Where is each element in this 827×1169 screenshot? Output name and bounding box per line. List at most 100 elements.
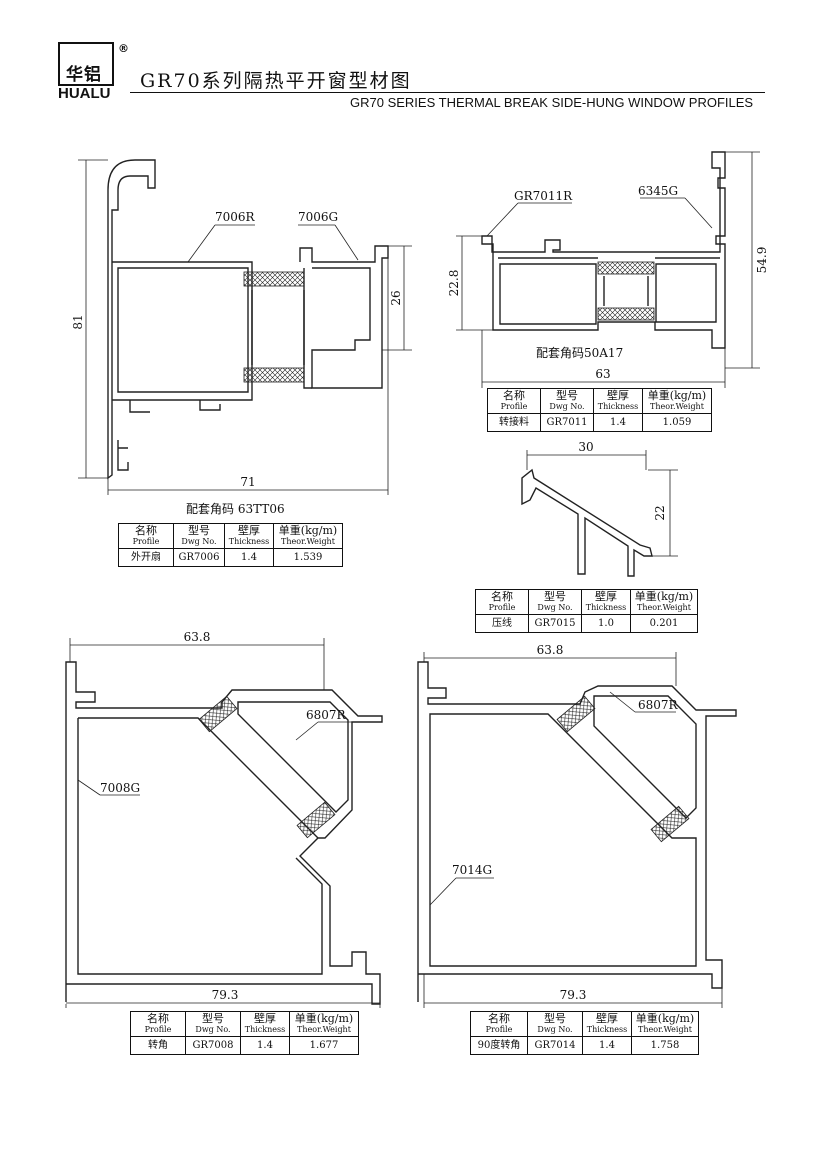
header-model: 型号	[556, 389, 578, 402]
header-weight: 单重(kg/m)	[635, 1012, 695, 1025]
header-name: 名称	[491, 590, 513, 603]
dim-30: 30	[578, 440, 593, 454]
logo-mark: 华铝	[58, 42, 114, 86]
cell-thickness: 1.0	[581, 614, 631, 633]
header-model-en: Dwg No.	[549, 402, 585, 411]
dim-22.8: 22.8	[447, 270, 461, 297]
header-model-en: Dwg No.	[537, 603, 573, 612]
header-name: 名称	[135, 524, 157, 537]
cell-model: GR7008	[185, 1036, 241, 1055]
dim-63: 63	[595, 367, 610, 381]
label-7006G: 7006G	[298, 210, 338, 224]
dim-71: 71	[240, 475, 255, 489]
note-corner-key-63TT06: 配套角码 63TT06	[186, 502, 285, 516]
label-GR7011R: GR7011R	[514, 189, 573, 203]
header-weight-en: Theor.Weight	[650, 402, 704, 411]
label-6807R: 6807R	[306, 708, 347, 722]
header-thickness: 壁厚	[607, 389, 629, 402]
thermal-strip-top	[597, 261, 655, 275]
logo-cn-text: 华铝	[66, 65, 102, 85]
header-model-en: Dwg No.	[195, 1025, 231, 1034]
cell-thickness: 1.4	[224, 548, 274, 567]
cell-name: 转接料	[487, 413, 541, 432]
logo-en-text: HUALU	[58, 85, 111, 102]
header-thickness-en: Thickness	[228, 537, 270, 546]
label-7008G: 7008G	[100, 781, 140, 795]
thermal-strip-lower	[650, 805, 690, 843]
dims-gr7008	[65, 638, 381, 1008]
header-weight-en: Theor.Weight	[637, 603, 691, 612]
header-name-en: Profile	[485, 1025, 513, 1034]
dims-gr7014	[423, 652, 723, 1008]
profile-gr7008	[65, 661, 383, 1005]
header-name: 名称	[503, 389, 525, 402]
thermal-strip-upper	[556, 695, 596, 733]
header-thickness: 壁厚	[238, 524, 260, 537]
header-model: 型号	[544, 590, 566, 603]
dims-gr7015	[526, 450, 678, 557]
label-6345G: 6345G	[638, 184, 678, 198]
label-7014G: 7014G	[452, 863, 492, 877]
header-weight-en: Theor.Weight	[281, 537, 335, 546]
dim-54.9: 54.9	[755, 247, 769, 274]
page-title-en: GR70 SERIES THERMAL BREAK SIDE-HUNG WIND…	[350, 95, 754, 110]
page-title-cn: GR70系列隔热平开窗型材图	[140, 70, 412, 92]
dim-26: 26	[389, 290, 403, 305]
header-model: 型号	[544, 1012, 566, 1025]
cell-thickness: 1.4	[240, 1036, 290, 1055]
brand-logo: 华铝 HUALU ®	[58, 42, 129, 104]
cell-model: GR7015	[528, 614, 582, 633]
header-model-en: Dwg No.	[537, 1025, 573, 1034]
header-model: 型号	[202, 1012, 224, 1025]
profile-gr7006	[107, 159, 389, 480]
thermal-strip-bottom	[243, 367, 305, 383]
cell-name: 90度转角	[470, 1036, 528, 1055]
header-thickness: 壁厚	[596, 1012, 618, 1025]
header-weight: 单重(kg/m)	[294, 1012, 354, 1025]
cell-model: GR7011	[540, 413, 594, 432]
cell-weight: 0.201	[630, 614, 698, 633]
cell-thickness: 1.4	[582, 1036, 632, 1055]
header-thickness-en: Thickness	[597, 402, 639, 411]
cell-model: GR7006	[173, 548, 225, 567]
header-thickness: 壁厚	[595, 590, 617, 603]
cell-thickness: 1.4	[593, 413, 643, 432]
label-6807R: 6807R	[638, 698, 679, 712]
cell-weight: 1.539	[273, 548, 343, 567]
profile-gr7015	[521, 468, 653, 577]
dim-79.3: 79.3	[212, 988, 239, 1002]
header-name: 名称	[488, 1012, 510, 1025]
dim-81: 81	[71, 314, 85, 329]
profile-gr7014	[417, 661, 737, 1002]
header-thickness-en: Thickness	[586, 1025, 628, 1034]
label-7006R: 7006R	[215, 210, 256, 224]
header-name-en: Profile	[144, 1025, 172, 1034]
cell-weight: 1.677	[289, 1036, 359, 1055]
dims-gr7011	[456, 151, 760, 388]
note-corner-key-50A17: 配套角码50A17	[536, 346, 623, 360]
cell-model: GR7014	[527, 1036, 583, 1055]
header-model: 型号	[188, 524, 210, 537]
header-weight-en: Theor.Weight	[638, 1025, 692, 1034]
cell-weight: 1.758	[631, 1036, 699, 1055]
thermal-strip-lower	[296, 801, 336, 839]
cell-name: 外开扇	[118, 548, 174, 567]
registered-mark: ®	[118, 42, 129, 55]
header-model-en: Dwg No.	[181, 537, 217, 546]
header-weight-en: Theor.Weight	[297, 1025, 351, 1034]
cell-name: 压线	[475, 614, 529, 633]
title-divider	[130, 92, 765, 93]
dim-63.8: 63.8	[537, 643, 564, 657]
thermal-strip-upper	[198, 695, 238, 733]
header-weight: 单重(kg/m)	[634, 590, 694, 603]
cell-weight: 1.059	[642, 413, 712, 432]
header-weight: 单重(kg/m)	[278, 524, 338, 537]
profile-gr7011	[481, 151, 726, 349]
header-thickness-en: Thickness	[244, 1025, 286, 1034]
header-weight: 单重(kg/m)	[647, 389, 707, 402]
header-name-en: Profile	[488, 603, 516, 612]
